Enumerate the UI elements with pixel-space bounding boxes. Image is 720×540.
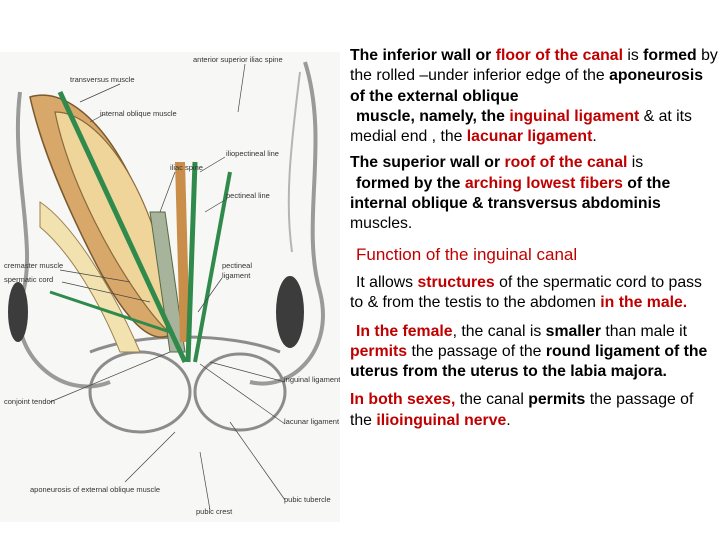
p2-s2: roof of the canal (504, 154, 628, 172)
p1-s1: The inferior wall or (350, 47, 496, 64)
text-column: The inferior wall or floor of the canal … (350, 46, 718, 431)
inguinal-ligament-line (57, 90, 188, 364)
label-iliopectineal: iliopectineal line (226, 149, 279, 158)
p5-s5: ilioinguinal nerve (376, 411, 507, 429)
p2-s6: of the internal oblique & transversus ab… (350, 174, 671, 213)
p3-s1: It allows (356, 273, 418, 291)
p4-s5: permits (350, 342, 408, 360)
label-lacunar-ligament: lacunar ligament (284, 417, 340, 426)
label-spermatic-cord: spermatic cord (4, 275, 53, 284)
p2-s3: is (627, 154, 644, 172)
p1-s6: aponeurosis of the external oblique (350, 67, 704, 105)
p1-s4: formed (643, 47, 697, 64)
label-pubic-crest: pubic crest (196, 507, 233, 516)
pectineal-line-green (185, 161, 198, 363)
p4-s7: round ligament of the uterus from the ut… (350, 342, 708, 381)
p2-s5: arching lowest fibers (464, 174, 623, 192)
anatomy-figure: anterior superior iliac spine transversu… (0, 52, 340, 522)
p1-s10: lacunar ligament (466, 128, 593, 146)
label-transversus: transversus muscle (70, 75, 135, 84)
lower-fibres-line (49, 290, 171, 334)
iliopectineal-line-green (193, 171, 232, 363)
label-asis: anterior superior iliac spine (193, 55, 283, 64)
p1-s3: is (622, 47, 644, 64)
p2-s1: The superior wall or (350, 154, 505, 172)
p1-s8: inguinal ligament (509, 107, 640, 125)
paragraph-female: In the female, the canal is smaller than… (350, 322, 718, 383)
paragraph-both-sexes: In both sexes, the canal permits the pas… (350, 390, 718, 431)
inguinal-canal-illustration: anterior superior iliac spine transversu… (0, 52, 340, 522)
p4-s4: than male it (600, 322, 688, 340)
p1-s9: & at its medial end , the (350, 107, 692, 146)
right-iliac-wing (287, 71, 301, 253)
p3-s4: in the male. (595, 294, 688, 312)
paragraph-floor: The inferior wall or floor of the canal … (350, 46, 718, 147)
paragraph-male: It allows structures of the spermatic co… (350, 273, 718, 314)
label-internal-oblique: internal oblique muscle (100, 109, 177, 118)
cremaster-shape (175, 162, 190, 342)
label-pectineal-line: pectineal line (226, 191, 270, 200)
p3-s2: structures (417, 273, 495, 291)
p5-s4: the passage of the (350, 391, 694, 429)
right-acetabulum (276, 276, 304, 348)
right-obturator-foramen (193, 352, 287, 432)
p4-s6: the passage of the (407, 342, 546, 360)
p5-s1: In both sexes, (350, 391, 456, 409)
function-heading: Function of the inguinal canal (356, 244, 578, 264)
p1-s5: by the rolled –under inferior edge of th… (350, 47, 718, 85)
p3-s3: of the spermatic cord to pass to & from … (350, 273, 702, 312)
p5-s6: . (506, 411, 511, 429)
left-acetabulum (8, 282, 28, 342)
label-cremaster: cremaster muscle (4, 261, 63, 270)
label-iliac-spine: iliac spine (170, 163, 203, 172)
p5-s3: permits (528, 391, 586, 409)
label-inguinal-ligament: inguinal ligament (284, 375, 340, 384)
label-pectineal-ligament-1: pectineal (222, 261, 252, 270)
leader-lines (49, 63, 286, 511)
label-aponeurosis: aponeurosis of external oblique muscle (30, 485, 160, 494)
label-pectineal-ligament-2: ligament (222, 271, 251, 280)
label-pubic-tubercle: pubic tubercle (284, 495, 331, 504)
p1-s7: muscle, namely, the (356, 107, 510, 125)
p1-s2: floor of the canal (495, 47, 623, 64)
p4-s1: In the female (356, 322, 453, 340)
p1-s11: . (592, 128, 597, 146)
paragraph-roof: The superior wall or roof of the canal i… (350, 153, 718, 234)
p2-s4: formed by the (356, 174, 465, 192)
p4-s2: , the canal is (452, 322, 546, 340)
label-conjoint-tendon: conjoint tendon (4, 397, 55, 406)
p2-s7: muscles. (350, 215, 413, 233)
p5-s2: the canal (455, 391, 529, 409)
right-iliac-bone (249, 61, 325, 386)
p4-s3: smaller (545, 322, 601, 340)
